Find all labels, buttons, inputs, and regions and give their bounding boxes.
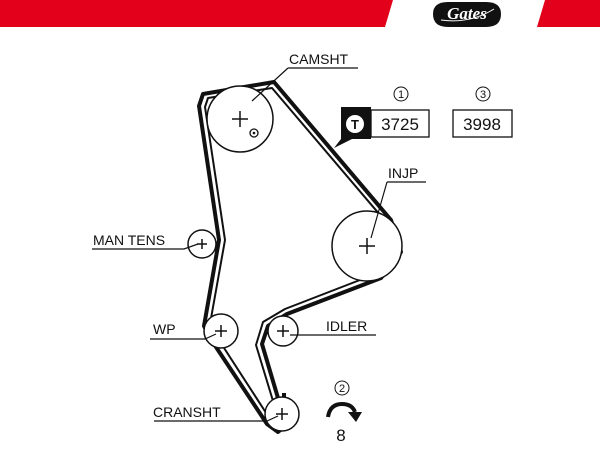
water-pump-label: WP [153,321,176,337]
part-number-1: 1 T 3725 [334,86,430,148]
idler-pulley [267,315,299,347]
injection-pump-pulley [331,210,403,282]
tool-t-letter: T [351,117,359,132]
header-red-corner [537,0,600,27]
tool-t-icon [346,115,364,133]
part-number-3-value: 3998 [463,115,501,134]
water-pump-pulley [203,313,239,349]
marker-2-text: 2 [339,383,345,395]
idler-label: IDLER [326,318,367,334]
leader-lines [92,67,426,422]
rotation-value: 8 [336,426,345,445]
crankshaft-pulley [264,393,300,432]
part-number-1-value: 3725 [381,115,419,134]
marker-3-text: 3 [480,89,486,101]
injection-pump-label: INJP [388,165,418,181]
gates-logo-text: Gates [447,4,487,23]
camshaft-pulley [206,85,274,153]
manual-tensioner-pulley [187,229,217,259]
rotation-indicator: 2 8 [326,380,362,445]
header-red-bar [0,0,393,27]
crankshaft-label: CRANSHT [153,404,221,420]
camshaft-label: CAMSHT [289,51,349,67]
part-number-3: 3 3998 [452,86,513,138]
marker-1-text: 1 [398,89,404,101]
gates-logo-icon: Gates [433,2,501,27]
rotation-arrow-icon [326,401,357,418]
manual-tensioner-label: MAN TENS [93,232,165,248]
